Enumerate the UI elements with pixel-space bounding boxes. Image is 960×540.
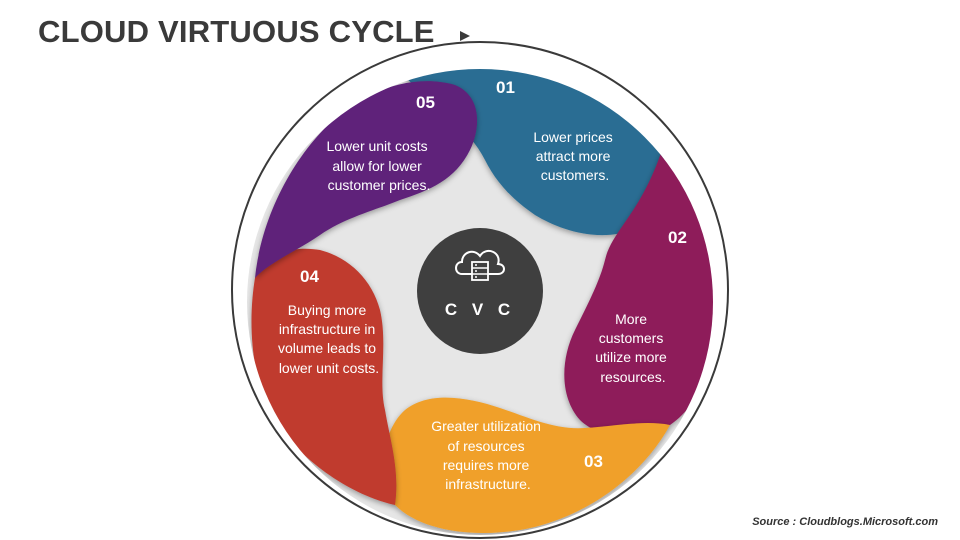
hub-label: C V C: [445, 300, 515, 319]
segment-02: [564, 150, 713, 436]
page-title: CLOUD VIRTUOUS CYCLE: [38, 14, 435, 49]
source-citation: Source : Cloudblogs.Microsoft.com: [752, 516, 938, 528]
step-01-number: 01: [496, 78, 515, 97]
segment-04: [251, 248, 397, 505]
step-05-number: 05: [416, 93, 435, 112]
step-04-number: 04: [300, 267, 319, 286]
step-03-text: Greater utilization of resources require…: [431, 418, 545, 492]
outer-ring: [231, 41, 729, 539]
hub-circle: [417, 228, 543, 354]
arrow-top-icon: [460, 31, 470, 41]
step-02-text: More customers utilize more resources.: [595, 311, 670, 385]
segment-03: [383, 397, 670, 533]
step-05-text: Lower unit costs allow for lower custome…: [326, 138, 431, 193]
segment-05: [255, 81, 478, 278]
step-02-number: 02: [668, 228, 687, 247]
segments: [251, 69, 713, 533]
step-01-text: Lower prices attract more customers.: [533, 129, 616, 183]
step-04-text: Buying more infrastructure in volume lea…: [278, 302, 380, 376]
cloud-server-icon: [455, 249, 505, 281]
step-03-number: 03: [584, 452, 603, 471]
